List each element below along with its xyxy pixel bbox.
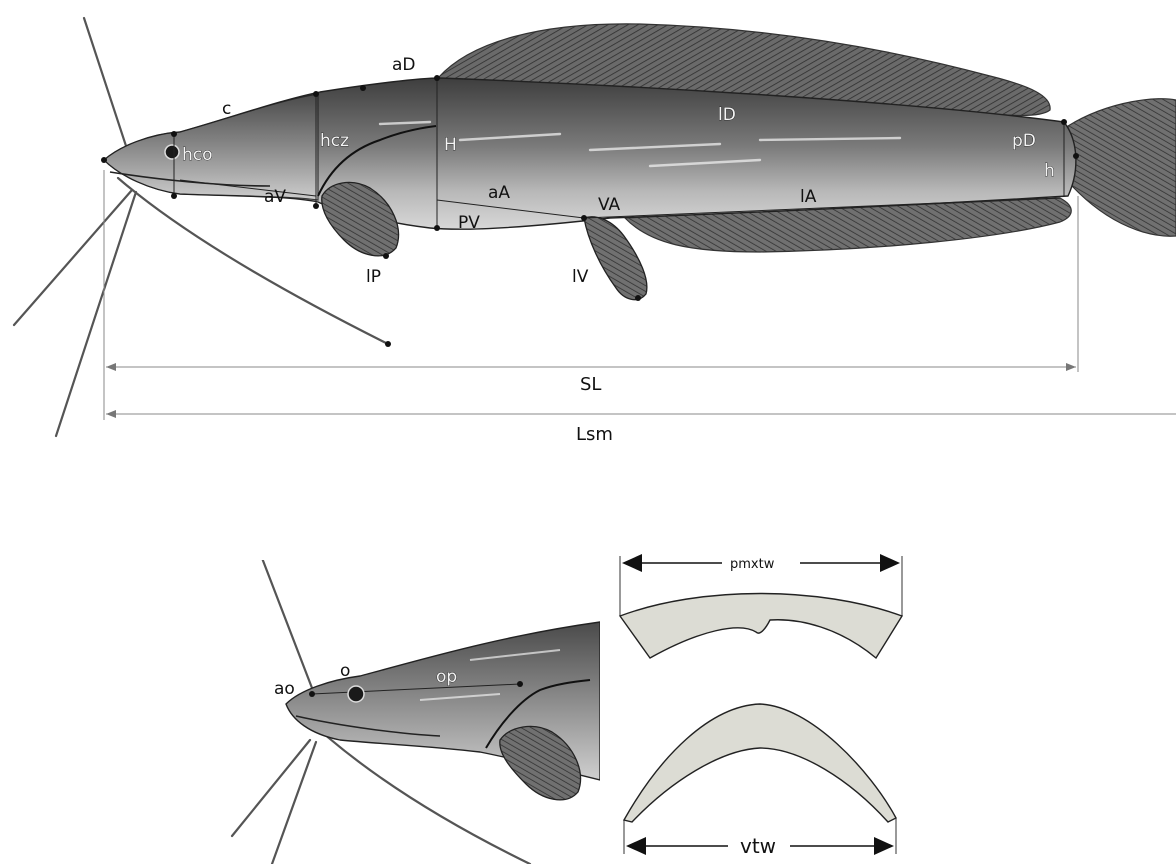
- label-op: op: [436, 667, 457, 687]
- label-aA: aA: [488, 183, 510, 203]
- label-pD: pD: [1012, 131, 1036, 151]
- label-H: H: [444, 135, 457, 155]
- measure-SL: SL: [580, 374, 601, 395]
- measure-Lsm: Lsm: [576, 424, 613, 445]
- label-pmxtw: pmxtw: [730, 557, 775, 572]
- label-hco: hco: [182, 145, 213, 165]
- label-vtw: vtw: [740, 834, 776, 858]
- head-detail-point-ao: [309, 691, 315, 697]
- label-lV: lV: [572, 267, 589, 287]
- label-hcz: hcz: [320, 131, 349, 151]
- head-detail-eye: [348, 686, 364, 702]
- label-aD: aD: [392, 55, 416, 75]
- eye: [165, 145, 179, 159]
- label-aV: aV: [264, 187, 286, 207]
- vomerine-tooth-plate: vtw: [624, 704, 896, 858]
- label-ao: ao: [274, 679, 295, 699]
- label-VA: VA: [598, 195, 621, 215]
- label-lA: lA: [800, 187, 817, 207]
- head-detail-illustration: ao o op: [232, 558, 600, 864]
- vomerine-plate-shape: [624, 704, 896, 822]
- premaxillary-tooth-plate: pmxtw: [620, 554, 902, 658]
- label-h: h: [1044, 161, 1055, 181]
- label-lP: lP: [366, 267, 381, 287]
- premaxillary-plate-shape: [620, 594, 902, 659]
- label-PV: PV: [458, 213, 480, 233]
- head-detail-point-op: [517, 681, 523, 687]
- label-lD: lD: [718, 105, 736, 125]
- caudal-fin: [1068, 99, 1176, 237]
- label-c: c: [222, 99, 231, 119]
- label-o: o: [340, 661, 350, 681]
